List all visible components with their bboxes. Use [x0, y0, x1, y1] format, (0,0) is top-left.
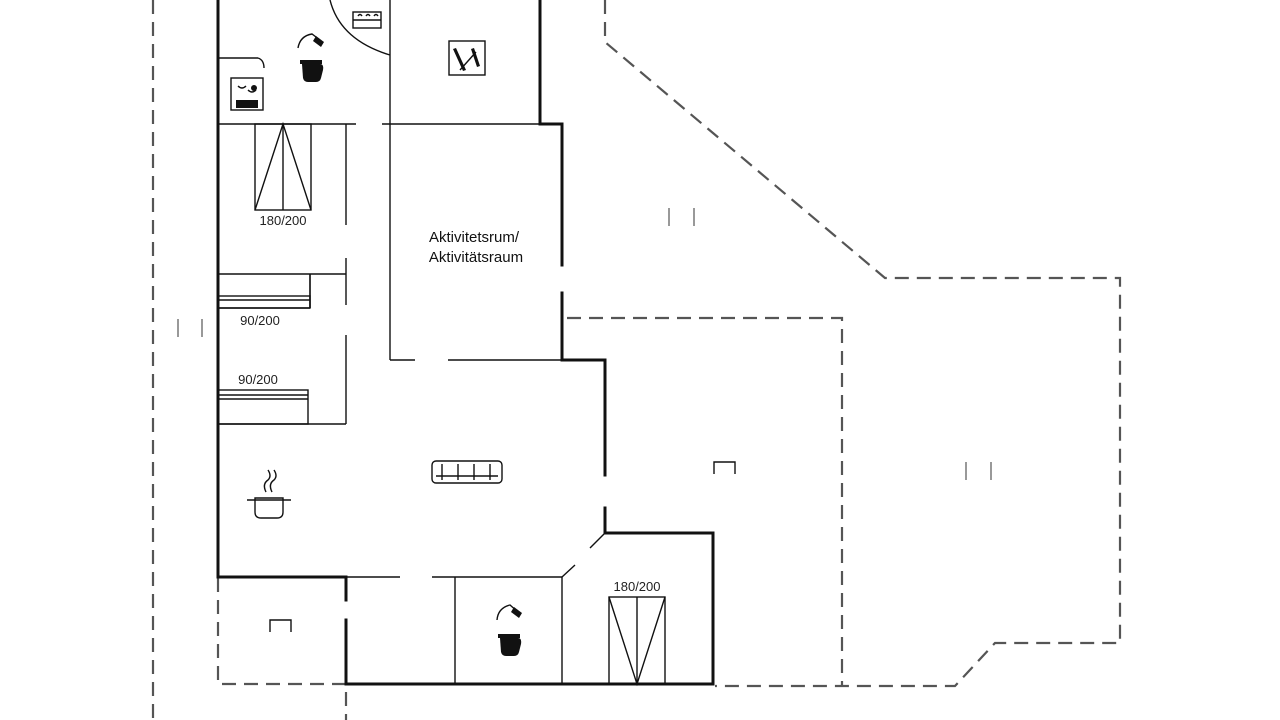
washing-icon — [230, 77, 264, 111]
bed-size-label: 90/200 — [238, 372, 278, 387]
toilet-icon — [496, 604, 522, 656]
bed-size-label: 90/200 — [240, 313, 280, 328]
activity-room: Aktivitetsrum/ Aktivitätsraum — [429, 229, 523, 266]
bed-size-label: 180/200 — [614, 579, 661, 594]
bed-single-2: 90/200 — [217, 372, 309, 425]
stove-icon — [247, 469, 291, 519]
sauna-icon — [352, 11, 382, 29]
interior-walls — [218, 0, 606, 684]
terrace-marker-icon — [269, 619, 292, 632]
terrace-marker-icon — [713, 461, 736, 474]
room-label-line2: Aktivitätsraum — [429, 249, 523, 266]
bed-top-double: 180/200 — [254, 121, 312, 228]
toilet-icon — [297, 33, 324, 82]
room-label-line1: Aktivitetsrum/ — [429, 229, 520, 246]
bed-single-1: 90/200 — [217, 295, 311, 328]
tick-marks — [177, 208, 992, 480]
sofa-icon — [431, 460, 503, 484]
bed-size-label: 180/200 — [260, 213, 307, 228]
shower-icon — [448, 40, 486, 76]
dashed-outlines — [151, 0, 1122, 720]
bed-bottom-double: 180/200 — [608, 579, 666, 687]
